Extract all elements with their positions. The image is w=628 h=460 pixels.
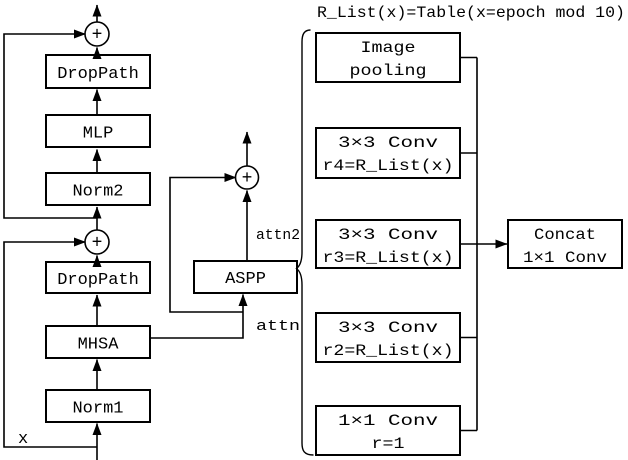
add-node-3: + — [234, 165, 260, 190]
aspp-expansion-brace — [295, 29, 314, 456]
conv-r4-line1: 3×3 Conv — [338, 134, 439, 152]
image-pooling-box: Image pooling — [315, 32, 461, 83]
image-pooling-rect — [315, 32, 461, 83]
conv-r3-line2: r3=R_List(x) — [323, 249, 454, 267]
conv-r2-line2: r2=R_List(x) — [323, 342, 454, 360]
concat-line2: 1×1 Conv — [523, 249, 607, 267]
concat-line1: Concat — [534, 226, 596, 244]
add-node-2: + — [84, 229, 110, 255]
droppath-mlp-rect — [45, 54, 151, 89]
add-circle-1 — [84, 21, 110, 47]
conv-r1-box: 1×1 Conv r=1 — [315, 405, 461, 456]
mhsa-label: MHSA — [78, 336, 120, 355]
conv-r3-line1: 3×3 Conv — [338, 226, 439, 244]
droppath-attn-rect — [45, 261, 151, 294]
mlp-rect — [45, 114, 151, 148]
residual-skip-to-add1 — [3, 29, 97, 219]
droppath-attn-label: DropPath — [57, 271, 139, 290]
attn2-label: attn2 — [256, 227, 300, 244]
image-pooling-line1: Image — [361, 39, 416, 57]
input-x-label: x — [18, 430, 28, 449]
conv-r3-rect — [315, 219, 461, 269]
image-pooling-line2: pooling — [350, 62, 427, 80]
conv-r3-box: 3×3 Conv r3=R_List(x) — [315, 219, 461, 269]
norm1-rect — [45, 389, 151, 423]
mhsa-box: MHSA — [45, 325, 151, 359]
concat-box: Concat 1×1 Conv — [507, 219, 623, 269]
conv-r1-line1: 1×1 Conv — [338, 412, 439, 430]
conv-r4-line2: r4=R_List(x) — [323, 157, 454, 175]
norm2-box: Norm2 — [45, 172, 151, 206]
droppath-attn-box: DropPath — [45, 261, 151, 294]
conv-r4-rect — [315, 127, 461, 179]
conv-r2-box: 3×3 Conv r2=R_List(x) — [315, 312, 461, 363]
norm2-rect — [45, 172, 151, 206]
r-list-formula-label: R_List(x)=Table(x=epoch mod 10) — [317, 4, 625, 22]
plus-sign-3: + — [242, 169, 253, 189]
norm1-label: Norm1 — [72, 400, 123, 419]
aspp-box: ASPP — [193, 260, 298, 294]
plus-sign-1: + — [92, 26, 103, 46]
aspp-label: ASPP — [225, 270, 266, 289]
plus-sign-2: + — [92, 234, 103, 254]
conv-r4-box: 3×3 Conv r4=R_List(x) — [315, 127, 461, 179]
arrow-attn-to-aspp — [150, 294, 248, 339]
aspp-rect — [193, 260, 298, 294]
droppath-mlp-label: DropPath — [57, 65, 139, 84]
add-circle-2 — [84, 229, 110, 255]
branch-collector-lines — [460, 56, 478, 432]
add-circle-3 — [234, 165, 260, 190]
attn-skip-to-add3 — [169, 173, 243, 313]
concat-rect — [507, 219, 623, 269]
attn-label: attn — [256, 318, 300, 335]
add-node-1: + — [84, 21, 110, 47]
norm2-label: Norm2 — [72, 183, 123, 202]
norm1-box: Norm1 — [45, 389, 151, 423]
conv-r2-line1: 3×3 Conv — [338, 319, 439, 337]
mlp-box: MLP — [45, 114, 151, 148]
residual-skip-input-to-add2 — [3, 237, 97, 448]
conv-r1-rect — [315, 405, 461, 456]
droppath-mlp-box: DropPath — [45, 54, 151, 89]
mlp-label: MLP — [83, 125, 114, 144]
conv-r1-line2: r=1 — [372, 435, 405, 453]
mhsa-rect — [45, 325, 151, 359]
